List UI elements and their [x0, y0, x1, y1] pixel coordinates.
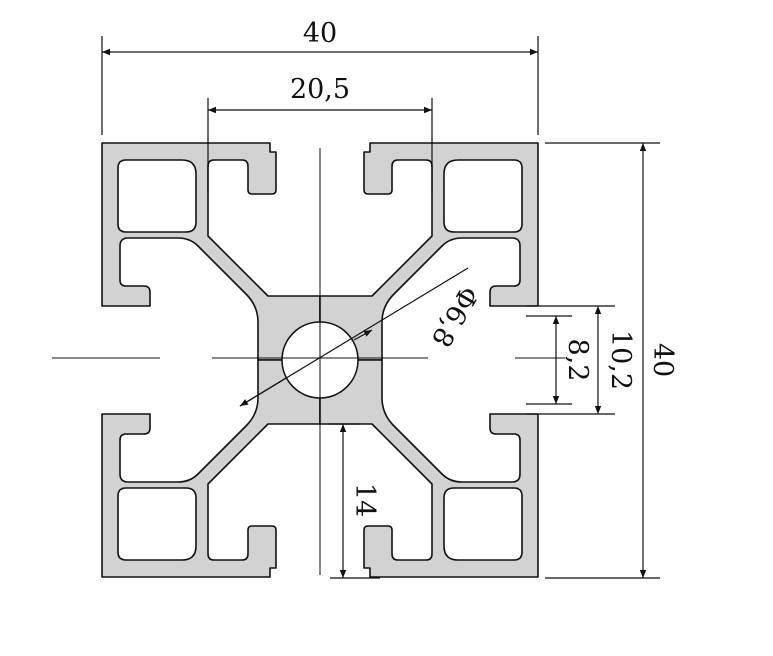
aluminum-profile-cross-section	[101, 142, 539, 578]
dimension-slot-outer	[526, 305, 615, 415]
dimension-core-offset	[328, 423, 380, 579]
slot-spacing-label: 20,5	[290, 74, 350, 105]
dimension-height	[545, 142, 660, 579]
slot-opening-label: 8,2	[562, 339, 593, 382]
slot-outer-label: 10,2	[605, 330, 636, 390]
dimension-slot-spacing	[207, 98, 433, 192]
height-label: 40	[647, 343, 678, 377]
dimension-bore-diameter	[239, 267, 469, 407]
dimension-width	[101, 36, 539, 135]
width-label: 40	[303, 18, 337, 49]
dimension-slot-opening	[526, 315, 572, 405]
core-offset-label: 14	[349, 483, 380, 517]
profile-quadrant	[101, 142, 321, 361]
bore-diameter-label: Φ6,8	[425, 280, 484, 352]
